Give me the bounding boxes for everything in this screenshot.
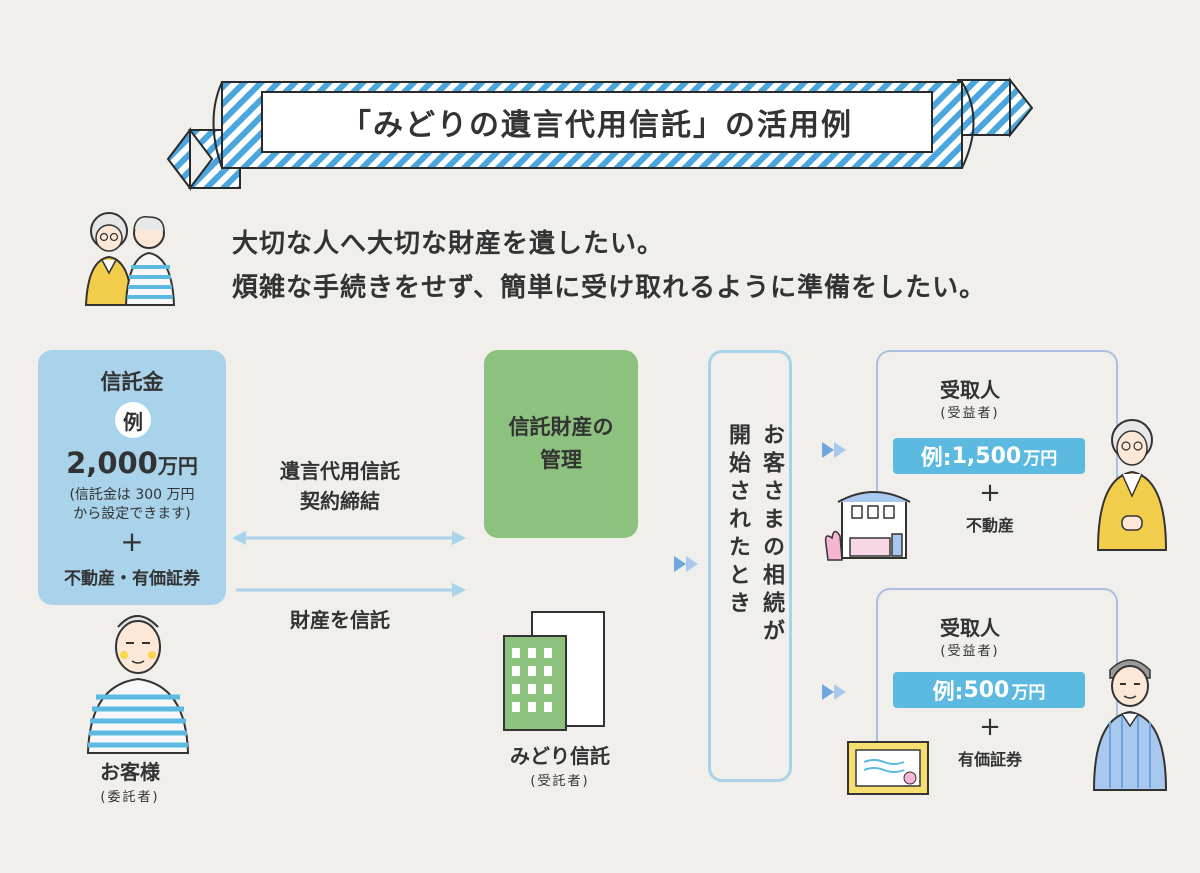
intro-text: 大切な人へ大切な財産を遺したい。 煩雑な手続きをせず、簡単に受け取れるように準備… — [232, 222, 986, 310]
double-chevron-icon — [820, 680, 850, 704]
beneficiary-1-amount-unit: 万円 — [1023, 444, 1057, 469]
trust-money-box: 信託金 例 2,000万円 (信託金は 300 万円 から設定できます) + 不… — [38, 350, 226, 605]
contract-label: 遺言代用信託 契約締結 — [240, 456, 440, 516]
beneficiary-1-plus: + — [905, 480, 1075, 506]
manage-line-2: 管理 — [509, 444, 614, 477]
beneficiary-2-man-illustration — [1090, 652, 1168, 792]
beneficiary-2-amount-unit: 万円 — [1011, 678, 1045, 703]
contract-arrow-left-head — [232, 531, 246, 545]
elderly-couple-illustration — [76, 205, 186, 307]
example-badge: 例 — [115, 402, 151, 438]
trust-note-line-1: (信託金は 300 万円 — [38, 486, 226, 505]
beneficiary-2-amount-prefix: 例: — [933, 674, 964, 706]
beneficiary-1-amount-number: 1,500 — [952, 444, 1022, 469]
trust-assets: 不動産・有価証券 — [38, 564, 226, 589]
banner-title: 「みどりの遺言代用信託」の活用例 — [262, 94, 932, 150]
trust-money-label: 信託金 — [38, 366, 226, 396]
trust-note: (信託金は 300 万円 から設定できます) — [38, 486, 226, 524]
manage-line-1: 信託財産の — [509, 411, 614, 444]
beneficiary-1-asset: 不動産 — [905, 512, 1075, 536]
entrust-arrow-head — [452, 583, 466, 597]
beneficiary-2-role: (受益者) — [905, 640, 1035, 659]
beneficiary-1-role: (受益者) — [905, 402, 1035, 421]
inheritance-trigger-box: お客さまの相続が 開始されたとき — [708, 350, 792, 782]
trust-amount-unit: 万円 — [158, 454, 198, 478]
house-icon — [820, 482, 912, 562]
trigger-column-2: 開始されたとき — [721, 423, 753, 619]
trustee-role: (受託者) — [480, 770, 640, 789]
trust-management-box: 信託財産の 管理 — [484, 350, 638, 538]
beneficiary-2-title: 受取人 — [905, 612, 1035, 641]
customer-role: (委託者) — [60, 786, 200, 805]
trigger-column-1: お客さまの相続が — [755, 423, 787, 647]
trust-amount-number: 2,000 — [66, 446, 158, 480]
plus-sign: + — [38, 528, 226, 556]
trust-note-line-2: から設定できます) — [38, 505, 226, 524]
contract-label-line-2: 契約締結 — [240, 486, 440, 516]
entrust-label: 財産を信託 — [240, 604, 440, 633]
contract-arrow-right-head — [452, 531, 466, 545]
beneficiary-2-amount-number: 500 — [963, 678, 1009, 703]
beneficiary-2-asset: 有価証券 — [905, 746, 1075, 770]
flow-arrows — [230, 520, 470, 600]
double-chevron-icon — [672, 552, 702, 576]
intro-line-1: 大切な人へ大切な財産を遺したい。 — [232, 222, 986, 266]
contract-label-line-1: 遺言代用信託 — [240, 456, 440, 486]
beneficiary-1-title: 受取人 — [905, 374, 1035, 403]
trustee-name: みどり信託 — [480, 740, 640, 769]
beneficiary-1-woman-illustration — [1094, 412, 1168, 552]
customer-name: お客様 — [60, 756, 200, 785]
trust-building-icon — [490, 608, 620, 736]
customer-illustration — [82, 605, 192, 755]
double-chevron-icon — [820, 438, 850, 462]
trust-amount: 2,000万円 — [38, 446, 226, 480]
beneficiary-1-amount-prefix: 例: — [921, 440, 952, 472]
intro-line-2: 煩雑な手続きをせず、簡単に受け取れるように準備をしたい。 — [232, 266, 986, 310]
beneficiary-2-plus: + — [905, 714, 1075, 740]
certificate-icon — [846, 738, 930, 796]
